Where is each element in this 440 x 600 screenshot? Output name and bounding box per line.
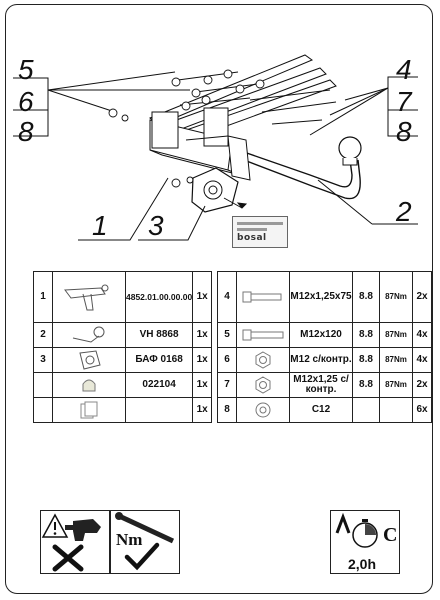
fastener-number: 5 <box>217 322 237 348</box>
fastener-torque: 87Nm <box>379 271 413 323</box>
callout-3: 3 <box>148 210 164 241</box>
callout-8-right: 8 <box>396 116 412 147</box>
towbar-frame-icon <box>64 284 109 311</box>
fastener-image-cell <box>236 347 290 373</box>
table-row: 6 M12 с/контр. 8.8 87Nm 4x <box>217 347 432 373</box>
part-qty: 1x <box>192 372 213 398</box>
table-row: 5 M12x120 8.8 87Nm 4x <box>217 322 432 348</box>
time-unit-label: C <box>383 524 398 546</box>
table-row: 1 4852.01.00.00.00 1x <box>33 271 213 323</box>
table-row: 3 БАФ 0168 1x <box>33 347 213 373</box>
callout-4: 4 <box>396 54 412 85</box>
washer-icon <box>255 402 271 418</box>
fastener-qty: 6x <box>412 397 432 423</box>
part-number <box>33 397 53 423</box>
fastener-grade: 8.8 <box>352 372 380 398</box>
torque-wrench-box <box>110 510 180 574</box>
impact-wrench-warning-icon <box>41 513 101 572</box>
callout-1: 1 <box>92 210 108 241</box>
bosal-logo: bosal <box>232 216 288 248</box>
socket-plate-icon <box>79 350 101 370</box>
fastener-qty: 4x <box>412 322 432 348</box>
table-row: 2 VH 8868 1x <box>33 322 213 348</box>
callout-8-left: 8 <box>18 116 34 147</box>
callout-5: 5 <box>18 54 34 85</box>
towball-icon <box>72 326 105 343</box>
stopwatch-icon <box>335 512 378 548</box>
callout-7: 7 <box>396 86 412 117</box>
part-code: VH 8868 <box>124 322 194 348</box>
fastener-qty: 2x <box>412 271 432 323</box>
page-frame <box>5 4 433 594</box>
part-number: 1 <box>33 271 53 323</box>
part-code: 022104 <box>124 372 194 398</box>
part-code <box>124 397 194 423</box>
fastener-image-cell <box>236 271 290 323</box>
table-row: 4 M12x1,25x75 8.8 87Nm 2x <box>217 271 432 323</box>
part-image-cell <box>52 372 126 398</box>
exploded-diagram <box>13 54 418 241</box>
callout-6: 6 <box>18 86 34 117</box>
table-row: 022104 1x <box>33 372 213 398</box>
fastener-torque: 87Nm <box>379 372 413 398</box>
fastener-image-cell <box>236 372 290 398</box>
part-image-cell <box>52 347 126 373</box>
parts-table-main: 1 4852.01.00.00.00 1x 2 VH 8868 1x 3 БАФ… <box>33 271 213 423</box>
part-qty: 1x <box>192 322 213 348</box>
part-number <box>33 372 53 398</box>
part-qty: 1x <box>192 271 213 323</box>
table-row: 7 M12x1,25 с/контр. 8.8 87Nm 2x <box>217 372 432 398</box>
fastener-torque: 87Nm <box>379 347 413 373</box>
part-image-cell <box>52 397 126 423</box>
torque-wrench-icon <box>115 512 175 571</box>
fastener-desc: M12x1,25 с/контр. <box>289 372 353 398</box>
fastener-desc: M12x120 <box>289 322 353 348</box>
fastener-grade <box>352 397 380 423</box>
part-number: 2 <box>33 322 53 348</box>
part-code: 4852.01.00.00.00 <box>124 271 194 323</box>
part-qty: 1x <box>192 397 213 423</box>
part-qty: 1x <box>192 347 213 373</box>
lock-nut-icon <box>255 351 271 369</box>
fastener-desc: M12 с/контр. <box>289 347 353 373</box>
table-row: 1x <box>33 397 213 423</box>
fastener-grade: 8.8 <box>352 271 380 323</box>
install-time-box <box>330 510 400 574</box>
documents-icon <box>80 401 98 419</box>
table-row: 8 C12 6x <box>217 397 432 423</box>
logo-text: bosal <box>237 233 267 243</box>
fastener-image-cell <box>236 322 290 348</box>
fastener-number: 8 <box>217 397 237 423</box>
fastener-number: 6 <box>217 347 237 373</box>
fastener-grade: 8.8 <box>352 322 380 348</box>
torque-label: Nm <box>116 530 143 549</box>
fastener-qty: 2x <box>412 372 432 398</box>
part-image-cell <box>52 271 126 323</box>
no-impact-wrench-box <box>40 510 110 574</box>
callout-2: 2 <box>396 196 412 227</box>
fastener-grade: 8.8 <box>352 347 380 373</box>
fastener-number: 7 <box>217 372 237 398</box>
fastener-qty: 4x <box>412 347 432 373</box>
part-number: 3 <box>33 347 53 373</box>
fastener-desc: M12x1,25x75 <box>289 271 353 323</box>
fastener-number: 4 <box>217 271 237 323</box>
fastener-image-cell <box>236 397 290 423</box>
part-code: БАФ 0168 <box>124 347 194 373</box>
fastener-torque: 87Nm <box>379 322 413 348</box>
bolt-icon <box>242 291 282 303</box>
long-bolt-icon <box>242 329 284 341</box>
fastener-desc: C12 <box>289 397 353 423</box>
ball-cap-icon <box>82 379 96 392</box>
install-time-value: 2,0h <box>348 556 377 572</box>
part-image-cell <box>52 322 126 348</box>
fastener-torque <box>379 397 413 423</box>
fasteners-table: 4 M12x1,25x75 8.8 87Nm 2x 5 M12x120 8.8 … <box>217 271 432 423</box>
lock-nut-icon <box>255 376 271 394</box>
